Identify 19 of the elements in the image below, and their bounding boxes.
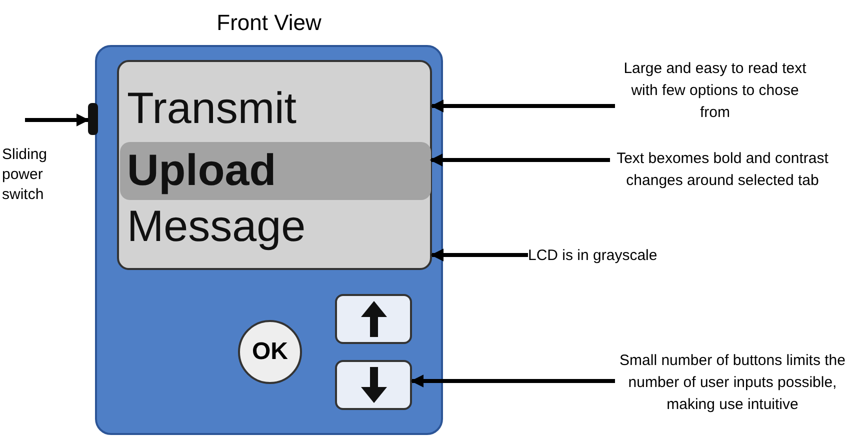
arrow [430,100,615,112]
ok-button: OK [238,320,302,384]
arrow [410,374,615,388]
selected-menu-item: Upload [120,142,431,200]
callout-text: LCD is in grayscale [528,245,698,267]
callout-text: Sliding power switch [2,108,82,208]
view-title: Front View [216,10,322,36]
arrow [25,114,90,126]
callout-text: Text bexomes bold and contrast changes around selected tab [610,148,835,214]
menu-item: Message [127,202,347,252]
up-button [335,294,412,344]
arrow [430,248,528,262]
arrow [430,154,610,166]
power-switch [88,103,98,135]
down-button [335,360,412,410]
menu-item: Transmit [127,84,347,134]
callout-text: Small number of buttons limits the number of user inputs possible, making use intuitive [615,350,850,438]
lcd-screen [117,60,432,270]
callout-text: Large and easy to read text with few options to chose from [615,58,815,124]
